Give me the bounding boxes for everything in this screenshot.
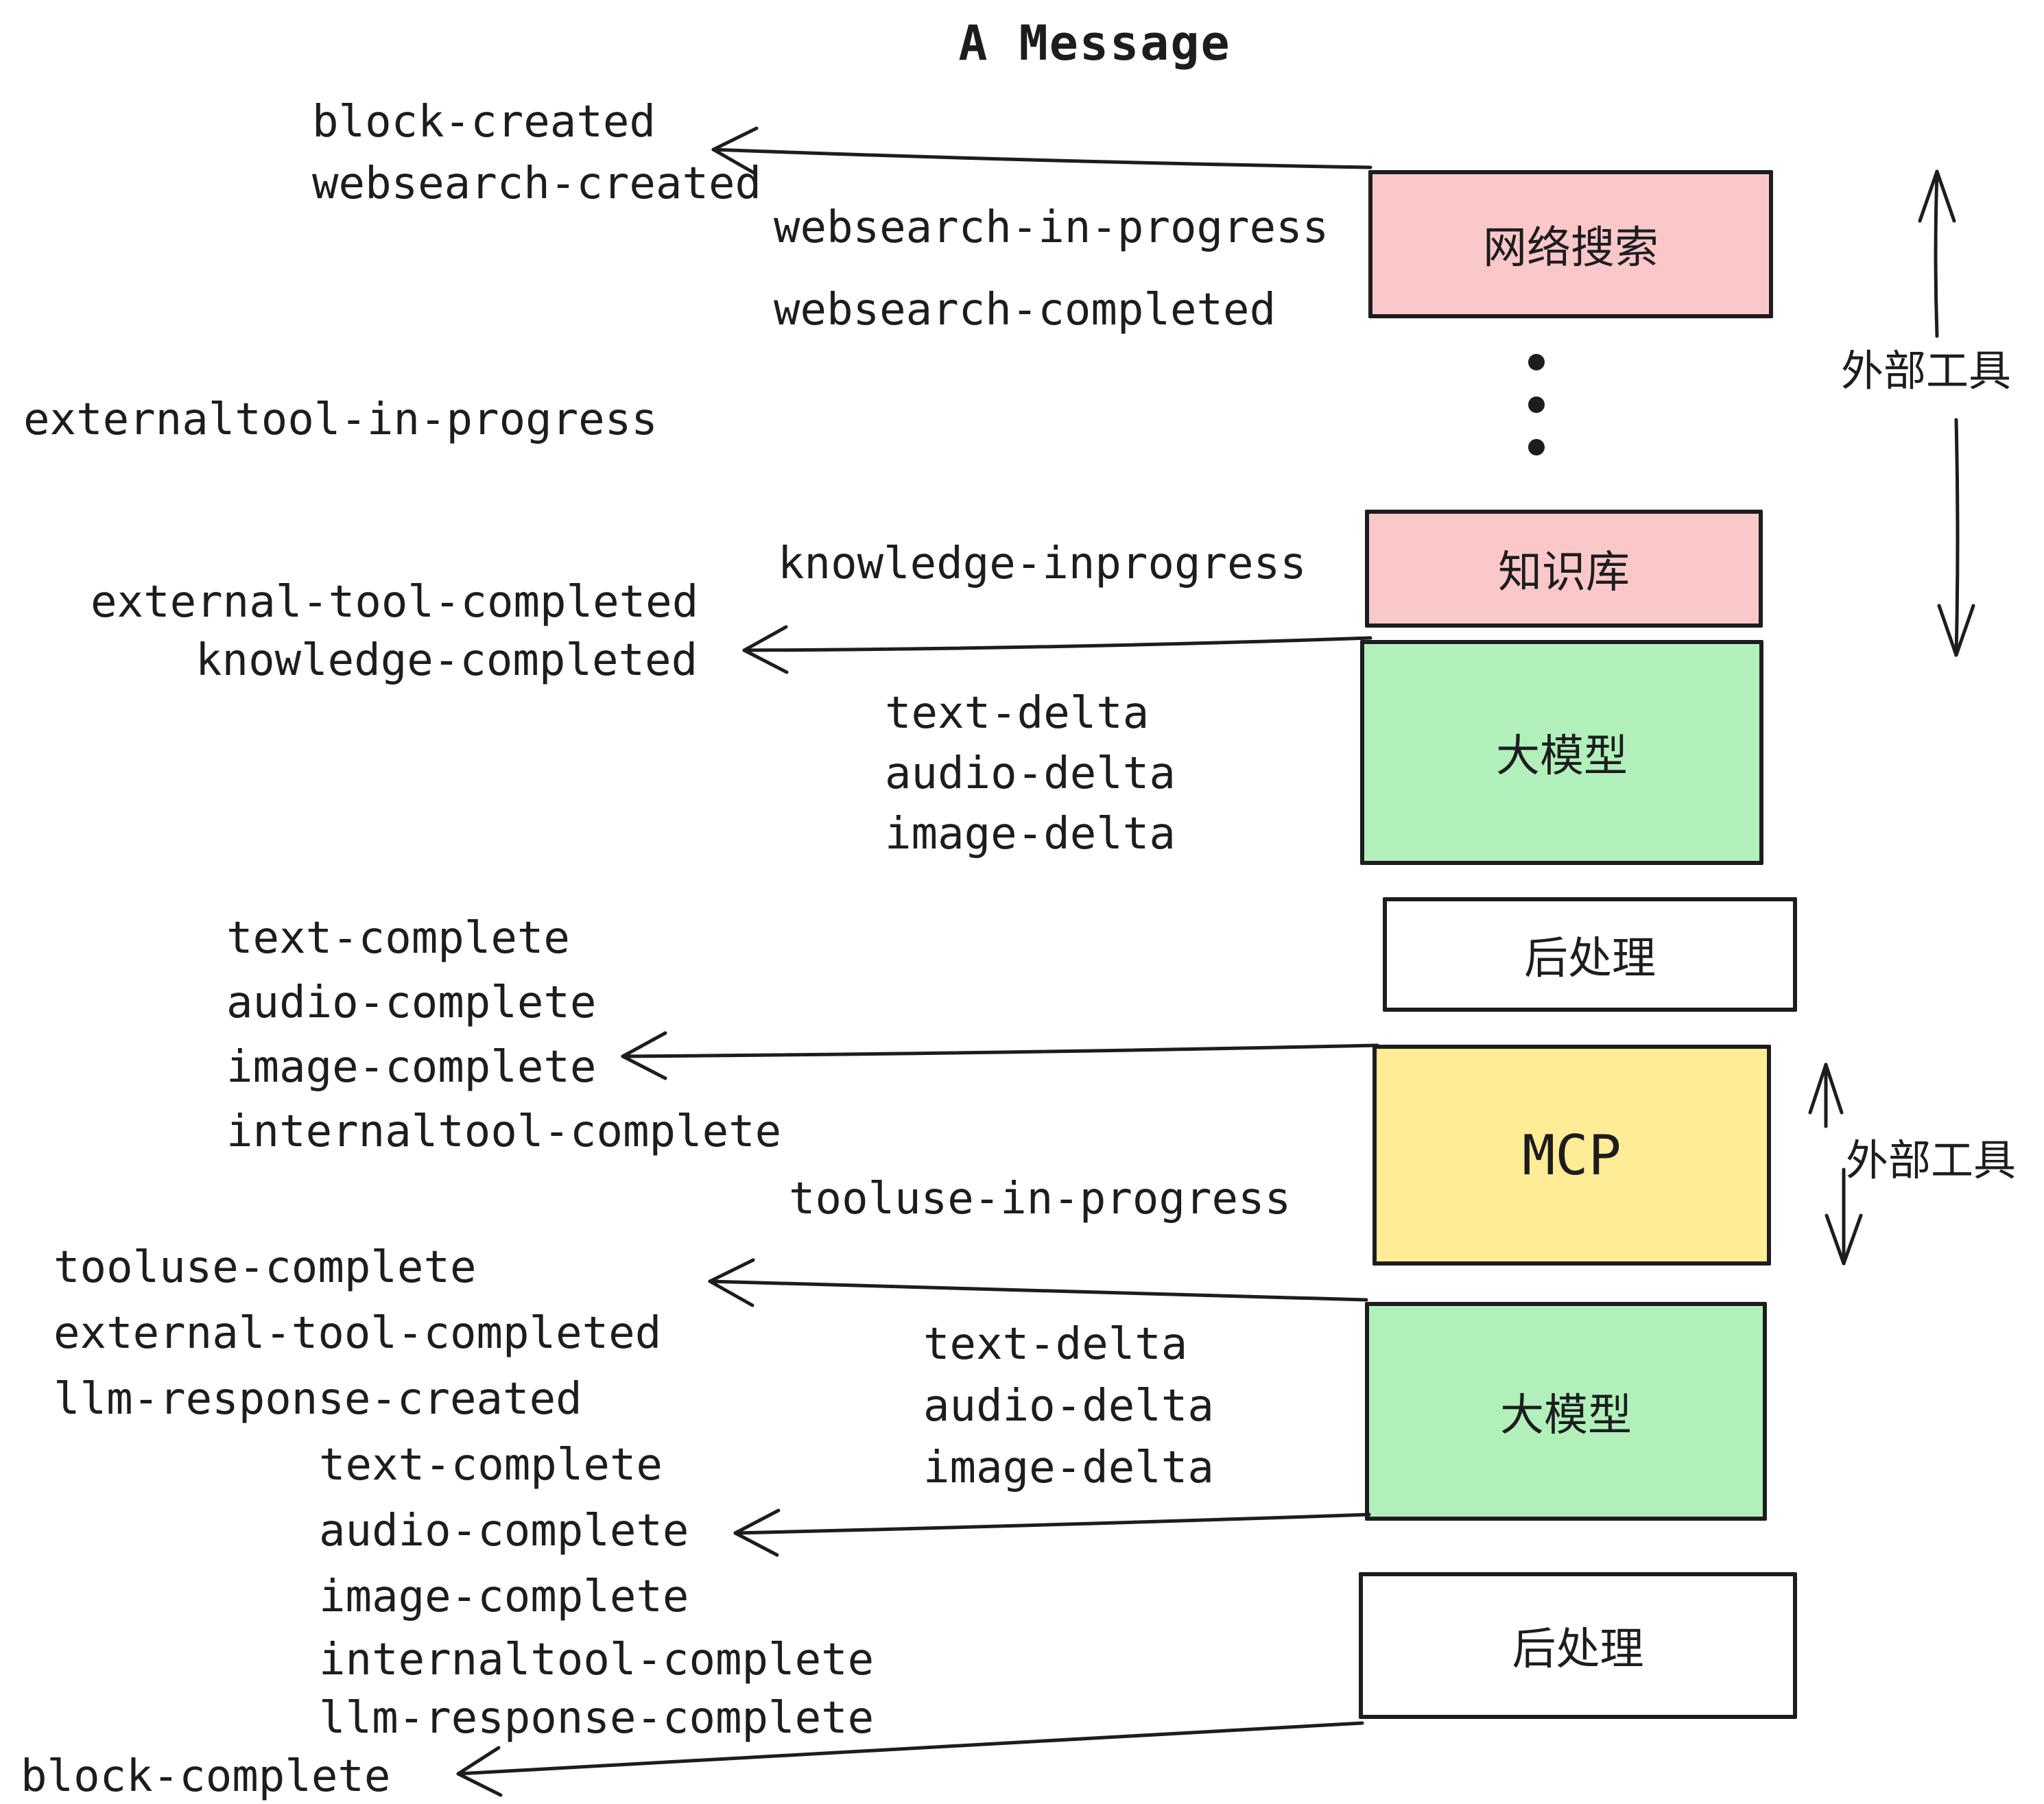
event-label-websearch-in-progress: websearch-in-progress xyxy=(774,202,1329,253)
box-post-1-label: 后处理 xyxy=(1524,933,1656,984)
box-websearch-label: 网络搜索 xyxy=(1483,223,1659,274)
box-knowledge-label: 知识库 xyxy=(1498,547,1630,598)
arrow-knowledge-to-completed xyxy=(742,625,1372,674)
event-label-audio-complete-2: audio-complete xyxy=(319,1506,689,1556)
box-mcp: MCP xyxy=(1372,1045,1771,1266)
external-tools-arrow-up-2 xyxy=(1808,1063,1844,1128)
arrow-llm2-to-tooluse-complete xyxy=(708,1258,1368,1307)
event-label-externaltool-in-progress: externaltool-in-progress xyxy=(23,394,658,445)
event-label-image-delta-1: image-delta xyxy=(885,809,1176,859)
event-label-knowledge-completed: knowledge-completed xyxy=(195,635,698,686)
event-label-external-tool-completed-2: external-tool-completed xyxy=(54,1308,662,1359)
box-post-2-label: 后处理 xyxy=(1512,1624,1644,1675)
event-label-text-complete-2: text-complete xyxy=(319,1440,663,1491)
event-label-websearch-created: websearch-created xyxy=(312,158,762,209)
event-label-internaltool-complete-1: internaltool-complete xyxy=(226,1106,782,1157)
event-label-block-complete: block-complete xyxy=(21,1751,391,1802)
event-label-block-created: block-created xyxy=(312,97,656,147)
box-llm-1: 大模型 xyxy=(1360,640,1763,865)
external-tools-label-2: 外部工具 xyxy=(1846,1135,2017,1185)
event-label-tooluse-complete: tooluse-complete xyxy=(54,1242,477,1293)
box-llm-2-label: 大模型 xyxy=(1500,1390,1632,1441)
event-label-llm-response-complete: llm-response-complete xyxy=(319,1693,875,1744)
event-label-websearch-completed: websearch-completed xyxy=(774,285,1276,335)
external-tools-label-1: 外部工具 xyxy=(1841,346,2012,396)
box-mcp-label: MCP xyxy=(1522,1123,1621,1187)
box-knowledge: 知识库 xyxy=(1365,510,1763,628)
box-post-2: 后处理 xyxy=(1359,1572,1797,1719)
event-label-image-complete-1: image-complete xyxy=(226,1042,597,1093)
ellipsis-dots xyxy=(1528,354,1545,455)
event-label-internaltool-complete-2: internaltool-complete xyxy=(319,1635,875,1685)
box-post-1: 后处理 xyxy=(1383,897,1797,1012)
event-label-text-delta-1: text-delta xyxy=(885,688,1150,739)
event-label-knowledge-inprogress: knowledge-inprogress xyxy=(778,538,1307,589)
event-label-text-delta-2: text-delta xyxy=(923,1319,1188,1370)
external-tools-arrow-down-1 xyxy=(1937,418,1975,657)
event-label-image-delta-2: image-delta xyxy=(923,1443,1214,1493)
event-label-image-complete-2: image-complete xyxy=(319,1571,689,1622)
event-label-tooluse-in-progress: tooluse-in-progress xyxy=(789,1174,1292,1224)
arrow-websearch-to-created xyxy=(711,126,1372,176)
event-label-audio-complete-1: audio-complete xyxy=(226,977,597,1028)
event-label-audio-delta-1: audio-delta xyxy=(885,748,1176,799)
event-label-llm-response-created: llm-response-created xyxy=(54,1374,582,1425)
diagram-title: A Message xyxy=(958,15,1231,71)
box-llm-2: 大模型 xyxy=(1365,1302,1767,1521)
arrow-post2-to-block-complete xyxy=(456,1721,1364,1797)
box-llm-1-label: 大模型 xyxy=(1496,731,1628,782)
arrow-mcp-to-complete xyxy=(621,1031,1379,1080)
box-websearch: 网络搜索 xyxy=(1368,170,1773,318)
event-label-audio-delta-2: audio-delta xyxy=(923,1381,1214,1432)
external-tools-arrow-up-1 xyxy=(1918,169,1956,338)
event-label-external-tool-completed-1: external-tool-completed xyxy=(91,577,699,628)
event-label-text-complete-1: text-complete xyxy=(226,913,570,964)
external-tools-arrow-down-2 xyxy=(1825,1167,1863,1266)
arrow-llm2-to-audio-complete xyxy=(733,1508,1371,1557)
